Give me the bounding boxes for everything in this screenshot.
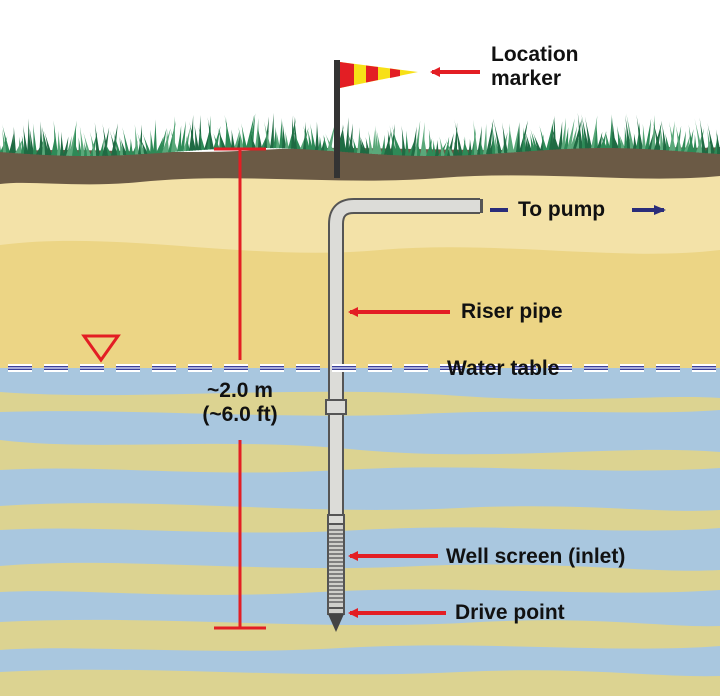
depth-label: ~2.0 m (~6.0 ft) [180, 379, 300, 427]
marker-pole [334, 60, 340, 178]
location-marker-label: Location marker [491, 43, 579, 91]
topsoil [0, 146, 720, 185]
drive-point [327, 607, 345, 632]
depth-label-imperial: (~6.0 ft) [202, 403, 278, 426]
well-screen-label: Well screen (inlet) [446, 545, 626, 568]
location-marker-label-line2: marker [491, 67, 562, 90]
pipe-coupling [325, 399, 347, 415]
drive-point-label: Drive point [455, 601, 565, 624]
riser-pipe-label: Riser pipe [461, 300, 563, 323]
to-pump-label: To pump [518, 198, 606, 221]
marker-flag [340, 62, 418, 88]
sand-middle [0, 240, 720, 370]
water-table-label: Water table [447, 357, 560, 380]
depth-label-metric: ~2.0 m [207, 379, 273, 402]
grass [0, 112, 720, 156]
well-screen [327, 523, 345, 611]
riser-pipe [325, 198, 483, 540]
aquifer-sand-bands [0, 391, 720, 696]
water-table-symbol [81, 334, 121, 363]
location-marker-label-line1: Location [491, 43, 579, 66]
depth-bracket [214, 147, 266, 630]
